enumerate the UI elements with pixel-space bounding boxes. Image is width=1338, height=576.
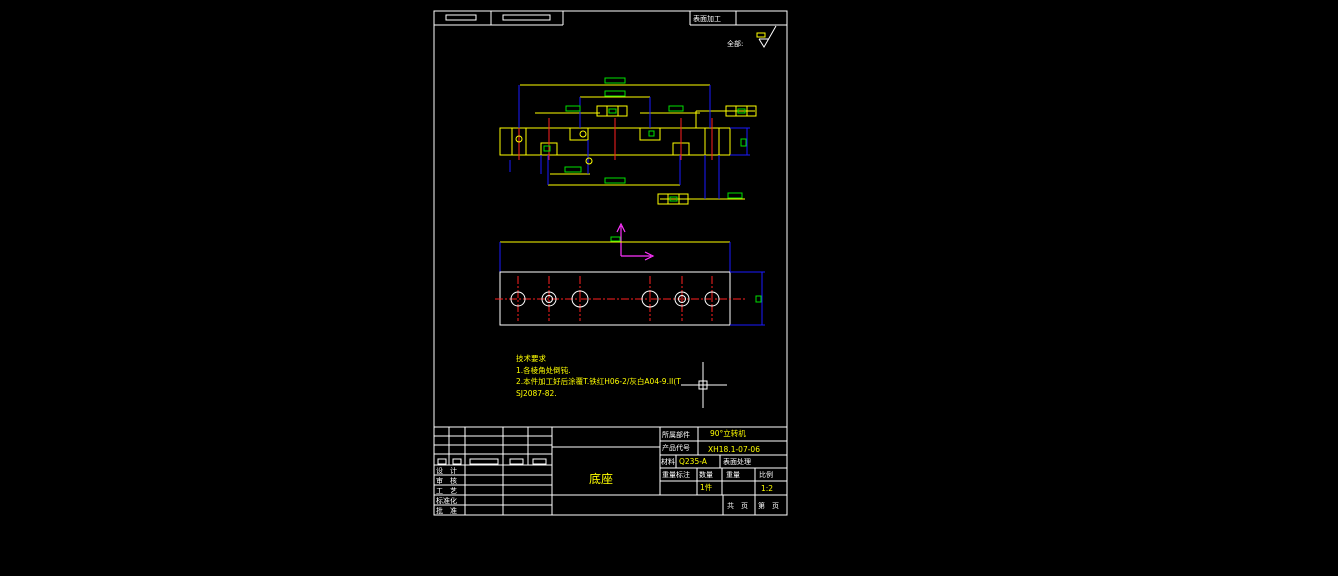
roughness-symbol-icon [756, 25, 777, 48]
scale-value: 1:2 [761, 484, 773, 493]
material-value: Q235-A [679, 457, 708, 466]
total-sheets-label: 共 页 [727, 501, 748, 510]
product-code-label: 产品代号 [662, 443, 690, 452]
diameter-symbol-icon [515, 135, 523, 143]
tolerance-frame-1 [596, 105, 628, 117]
surface-treatment-label: 表面加工 [693, 14, 721, 23]
surface-treatment-field-label: 表面处理 [723, 457, 751, 466]
product-code-value: XH18.1-07-06 [708, 445, 760, 454]
material-label: 材料 [661, 457, 675, 466]
rev-label-design: 设 计 [436, 466, 457, 475]
sheet-border [433, 10, 788, 516]
rev-label-standard: 标准化 [436, 496, 457, 505]
quantity-value: 1件 [700, 482, 713, 492]
plan-view [495, 241, 765, 326]
sheet-number-label: 第 页 [758, 501, 779, 510]
weight-mark-label: 重量标注 [662, 470, 690, 479]
rev-label-review: 审 核 [436, 476, 457, 485]
mass-label: 重量 [726, 471, 740, 479]
diameter-symbol-icon [585, 157, 593, 165]
tech-requirement-line: 1.各棱角处倒钝. [516, 365, 571, 375]
section-view [499, 77, 757, 205]
assembly-label: 所属部件 [662, 430, 690, 439]
rev-label-approve: 批 准 [436, 506, 457, 515]
tech-requirements-title: 技术要求 [516, 353, 546, 363]
diameter-symbol-icon [579, 130, 587, 138]
tolerance-frame-3 [657, 193, 689, 205]
tolerance-frame-2 [725, 105, 757, 117]
scale-label: 比例 [759, 470, 773, 479]
part-name: 底座 [589, 471, 613, 486]
rev-label-process: 工 艺 [436, 487, 457, 495]
tech-requirement-line: SJ2087-82. [516, 389, 557, 398]
quantity-label: 数量 [699, 470, 713, 479]
tech-requirement-line: 2.本件加工好后涂覆T.铁红H06-2/灰白A04-9.II(T [516, 376, 681, 386]
crosshair-cursor-icon [681, 362, 727, 408]
ucs-axis-icon [610, 222, 655, 261]
assembly-value: 90°立转机 [710, 428, 746, 438]
tech-requirements: 技术要求 1.各棱角处倒钝. 2.本件加工好后涂覆T.铁红H06-2/灰白A04… [516, 353, 681, 398]
all-surfaces-label: 全部: [727, 39, 743, 48]
title-block [434, 426, 787, 515]
